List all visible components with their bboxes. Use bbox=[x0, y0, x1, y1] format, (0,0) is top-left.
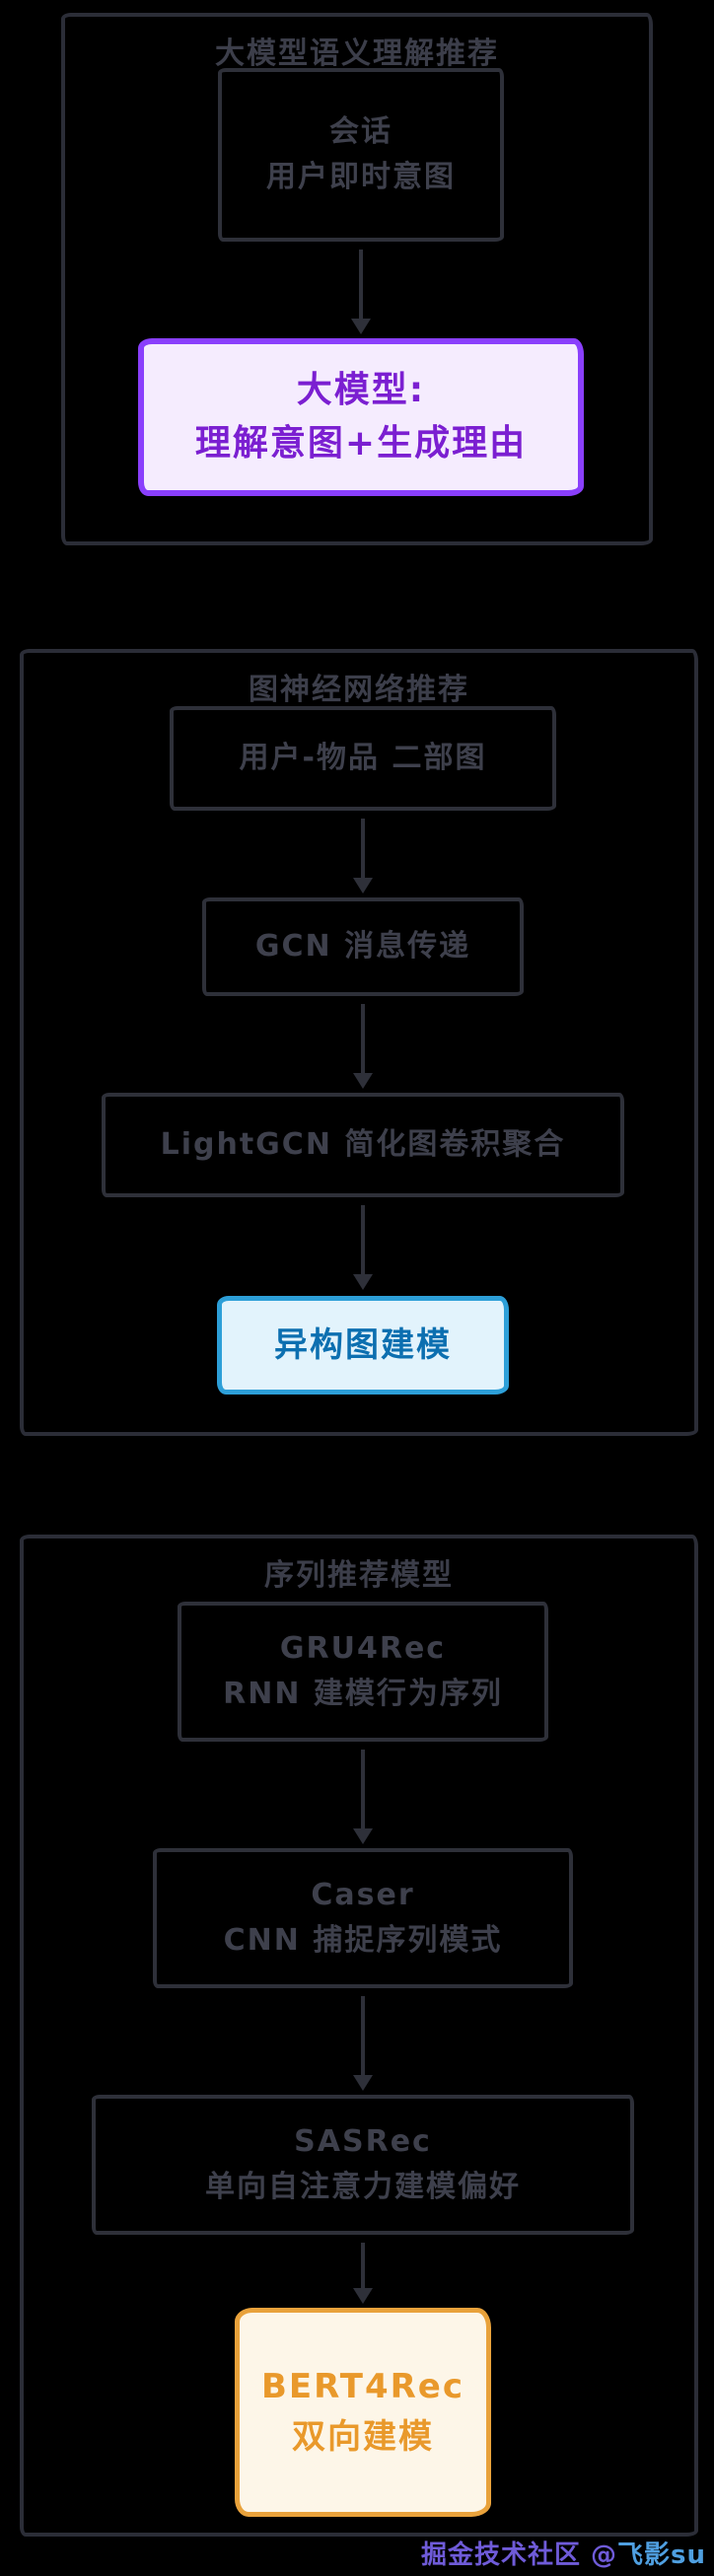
flow-box-line: 用户即时意图 bbox=[266, 160, 456, 194]
flow-arrow bbox=[361, 1004, 365, 1085]
highlight-bert4rec-box: BERT4Rec 双向建模 bbox=[235, 2308, 491, 2517]
flow-box-line: 单向自注意力建模偏好 bbox=[205, 2170, 521, 2204]
flow-box-line: SASRec bbox=[294, 2123, 432, 2159]
flow-arrow bbox=[359, 250, 363, 330]
section-sequence-frame: 序列推荐模型 GRU4Rec RNN 建模行为序列 Caser CNN 捕捉序列… bbox=[20, 1535, 698, 2537]
flow-box-sasrec: SASRec 单向自注意力建模偏好 bbox=[92, 2095, 634, 2235]
flow-box-caser: Caser CNN 捕捉序列模式 bbox=[153, 1848, 573, 1988]
watermark-community: 掘金技术社区 @ bbox=[420, 2540, 617, 2570]
flow-box-message-passing: GCN 消息传递 bbox=[202, 897, 524, 996]
flow-box-line: LightGCN 简化图卷积聚合 bbox=[160, 1126, 566, 1162]
flow-box-bipartite-graph: 用户-物品 二部图 bbox=[170, 706, 556, 811]
flow-box-session-input: 会话 用户即时意图 bbox=[218, 68, 504, 242]
section-graph-title: 图神经网络推荐 bbox=[249, 673, 469, 707]
flow-arrow bbox=[361, 2243, 365, 2300]
highlight-line: 理解意图+生成理由 bbox=[194, 423, 528, 464]
flow-box-line: GCN 消息传递 bbox=[254, 928, 471, 964]
flow-arrow bbox=[361, 1750, 365, 1840]
flow-box-line: RNN 建模行为序列 bbox=[223, 1677, 503, 1711]
section-llm-title: 大模型语义理解推荐 bbox=[215, 36, 499, 71]
highlight-line: BERT4Rec bbox=[260, 2367, 465, 2406]
watermark-author: 飞影su bbox=[617, 2540, 706, 2570]
highlight-heterograph-box: 异构图建模 bbox=[217, 1296, 509, 1395]
flow-box-gru4rec: GRU4Rec RNN 建模行为序列 bbox=[178, 1602, 548, 1742]
flow-box-line: 会话 bbox=[329, 113, 393, 149]
flow-box-lightgcn: LightGCN 简化图卷积聚合 bbox=[102, 1093, 624, 1197]
flow-box-line: Caser bbox=[311, 1877, 415, 1912]
flow-arrow bbox=[361, 819, 365, 890]
flow-box-line: CNN 捕捉序列模式 bbox=[223, 1923, 503, 1958]
flow-box-line: GRU4Rec bbox=[279, 1630, 447, 1666]
watermark: 掘金技术社区 @飞影su bbox=[421, 2535, 706, 2571]
flow-arrow bbox=[361, 1205, 365, 1286]
highlight-line: 大模型: bbox=[296, 370, 426, 410]
highlight-line: 异构图建模 bbox=[274, 1324, 452, 1365]
highlight-llm-box: 大模型: 理解意图+生成理由 bbox=[138, 338, 584, 496]
flow-box-line: 用户-物品 二部图 bbox=[239, 740, 487, 775]
section-graph-frame: 图神经网络推荐 用户-物品 二部图 GCN 消息传递 LightGCN 简化图卷… bbox=[20, 649, 698, 1436]
section-llm-frame: 大模型语义理解推荐 会话 用户即时意图 大模型: 理解意图+生成理由 bbox=[61, 13, 653, 545]
flow-arrow bbox=[361, 1996, 365, 2087]
section-sequence-title: 序列推荐模型 bbox=[264, 1558, 454, 1593]
highlight-line: 双向建模 bbox=[292, 2417, 434, 2457]
